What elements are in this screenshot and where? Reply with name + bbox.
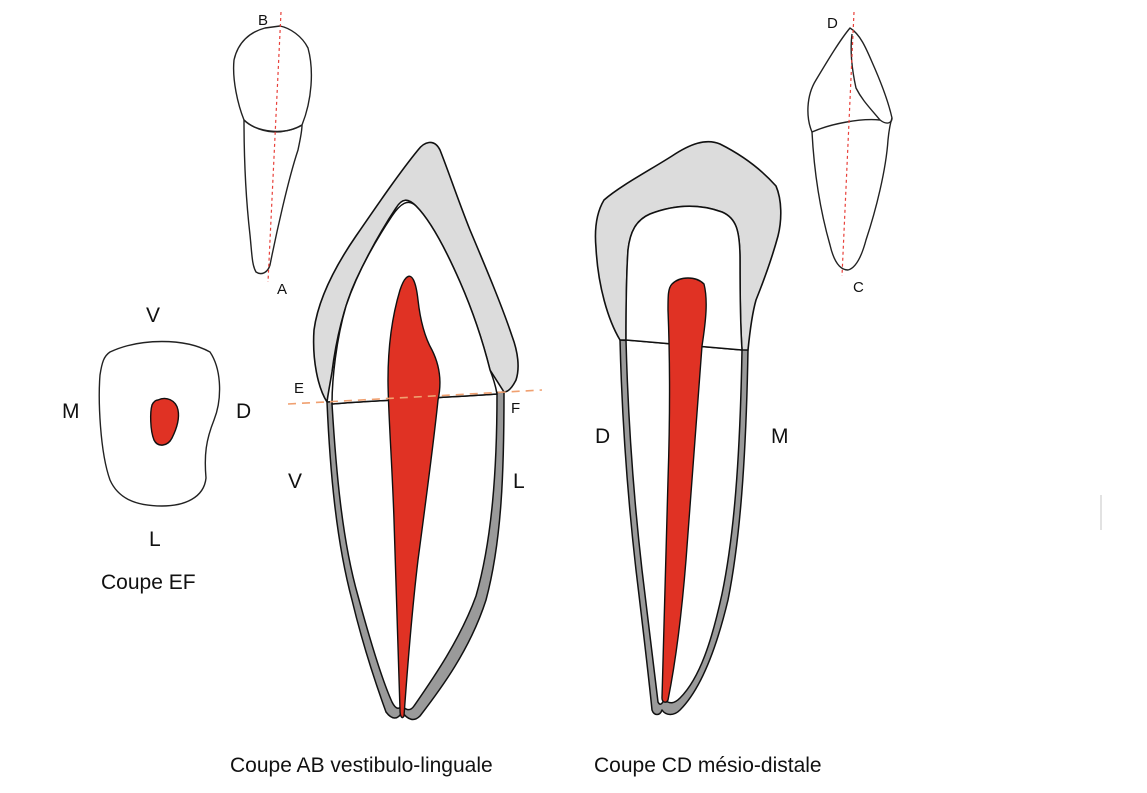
section-ef-label-right: D — [236, 400, 251, 423]
section-ef-label-bottom: L — [149, 528, 161, 551]
crown-outline-cd — [807, 27, 893, 133]
crown-groove-cd — [850, 33, 881, 121]
section-cd-caption: Coupe CD mésio-distale — [594, 754, 822, 777]
crown-outline-ab — [232, 25, 313, 133]
section-ef-outline — [98, 340, 221, 507]
section-ef-caption: Coupe EF — [101, 571, 196, 594]
root-outline-cd — [811, 117, 893, 271]
point-c-label: C — [853, 279, 864, 296]
section-ef-label-left: M — [62, 400, 80, 423]
section-ef — [98, 340, 221, 507]
section-line-cd — [841, 11, 855, 277]
point-b-label: B — [258, 12, 268, 29]
cej-line-ab — [243, 119, 303, 133]
section-ef-label-top: V — [146, 304, 160, 327]
section-cd-label-left: D — [595, 425, 610, 448]
section-ab-label-right: L — [513, 470, 525, 493]
section-ab-caption: Coupe AB vestibulo-linguale — [230, 754, 493, 777]
section-ab — [312, 141, 519, 721]
section-ab-pulp — [387, 275, 441, 719]
section-ef-pulp — [149, 397, 180, 446]
point-d-label: D — [827, 15, 838, 32]
point-f-label: F — [511, 400, 520, 417]
point-e-label: E — [294, 380, 304, 397]
tooth-outline-cd — [807, 11, 893, 277]
point-a-label: A — [277, 281, 287, 298]
root-outline-ab — [243, 119, 303, 275]
section-cut-line-ef — [287, 389, 543, 405]
tooth-outline-ab — [232, 11, 313, 283]
section-ab-label-left: V — [288, 470, 302, 493]
section-cd — [594, 140, 782, 716]
section-cd-label-right: M — [771, 425, 789, 448]
section-cd-pulp — [661, 277, 707, 703]
